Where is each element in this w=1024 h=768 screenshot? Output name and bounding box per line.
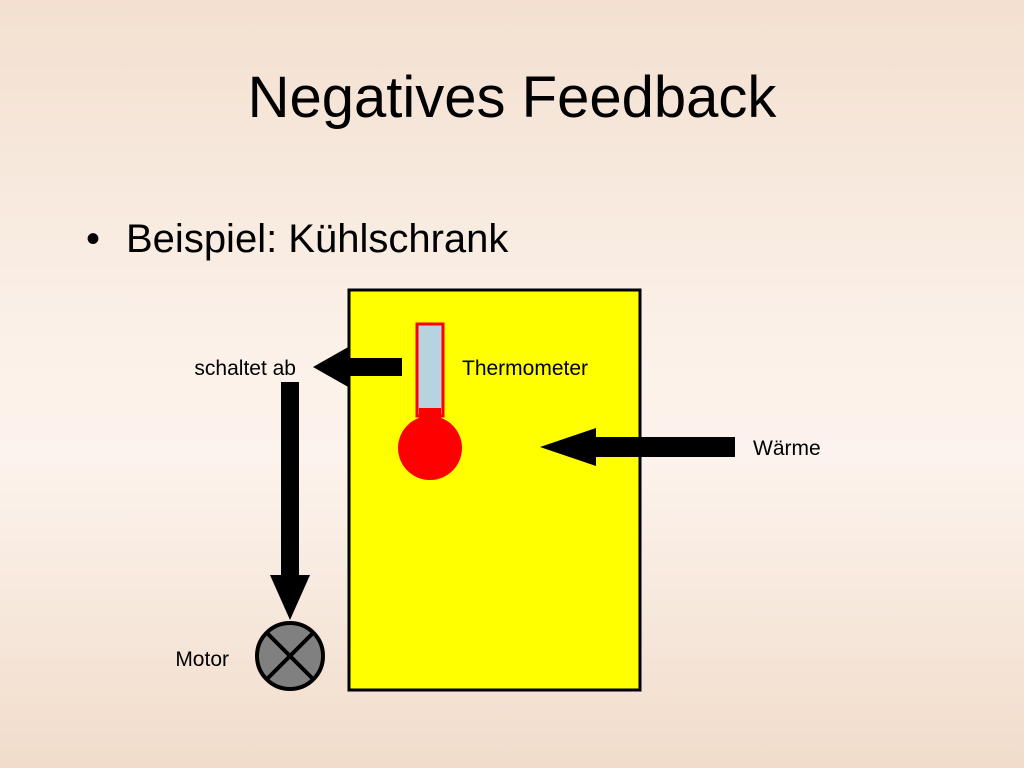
heat-arrow bbox=[540, 428, 735, 466]
thermometer-bulb bbox=[398, 416, 462, 480]
label-thermometer: Thermometer bbox=[462, 357, 588, 380]
label-switch-off: schaltet ab bbox=[194, 357, 296, 380]
thermometer-icon bbox=[398, 322, 462, 480]
fridge-box bbox=[347, 288, 642, 692]
motor-cross-line-2 bbox=[265, 631, 315, 681]
heat-arrow-shaft bbox=[590, 437, 735, 457]
motor-arrow-head bbox=[270, 575, 310, 620]
motor-arrow-shaft bbox=[281, 382, 299, 582]
switch-off-arrow-shaft bbox=[340, 358, 402, 376]
motor-x-circle-icon bbox=[255, 621, 325, 691]
bullet-item: • Beispiel: Kühlschrank bbox=[86, 214, 508, 264]
thermometer-tube bbox=[415, 322, 445, 418]
slide-title: Negatives Feedback bbox=[247, 65, 777, 130]
label-heat: Wärme bbox=[753, 437, 821, 460]
switch-off-arrow-head bbox=[313, 346, 350, 388]
bullet-text: Beispiel: Kühlschrank bbox=[126, 217, 509, 261]
heat-arrow-head bbox=[540, 428, 596, 466]
label-motor: Motor bbox=[175, 648, 229, 671]
switch-off-arrow bbox=[313, 346, 402, 388]
bullet-dot: • bbox=[86, 217, 101, 261]
motor-arrow bbox=[270, 382, 310, 620]
